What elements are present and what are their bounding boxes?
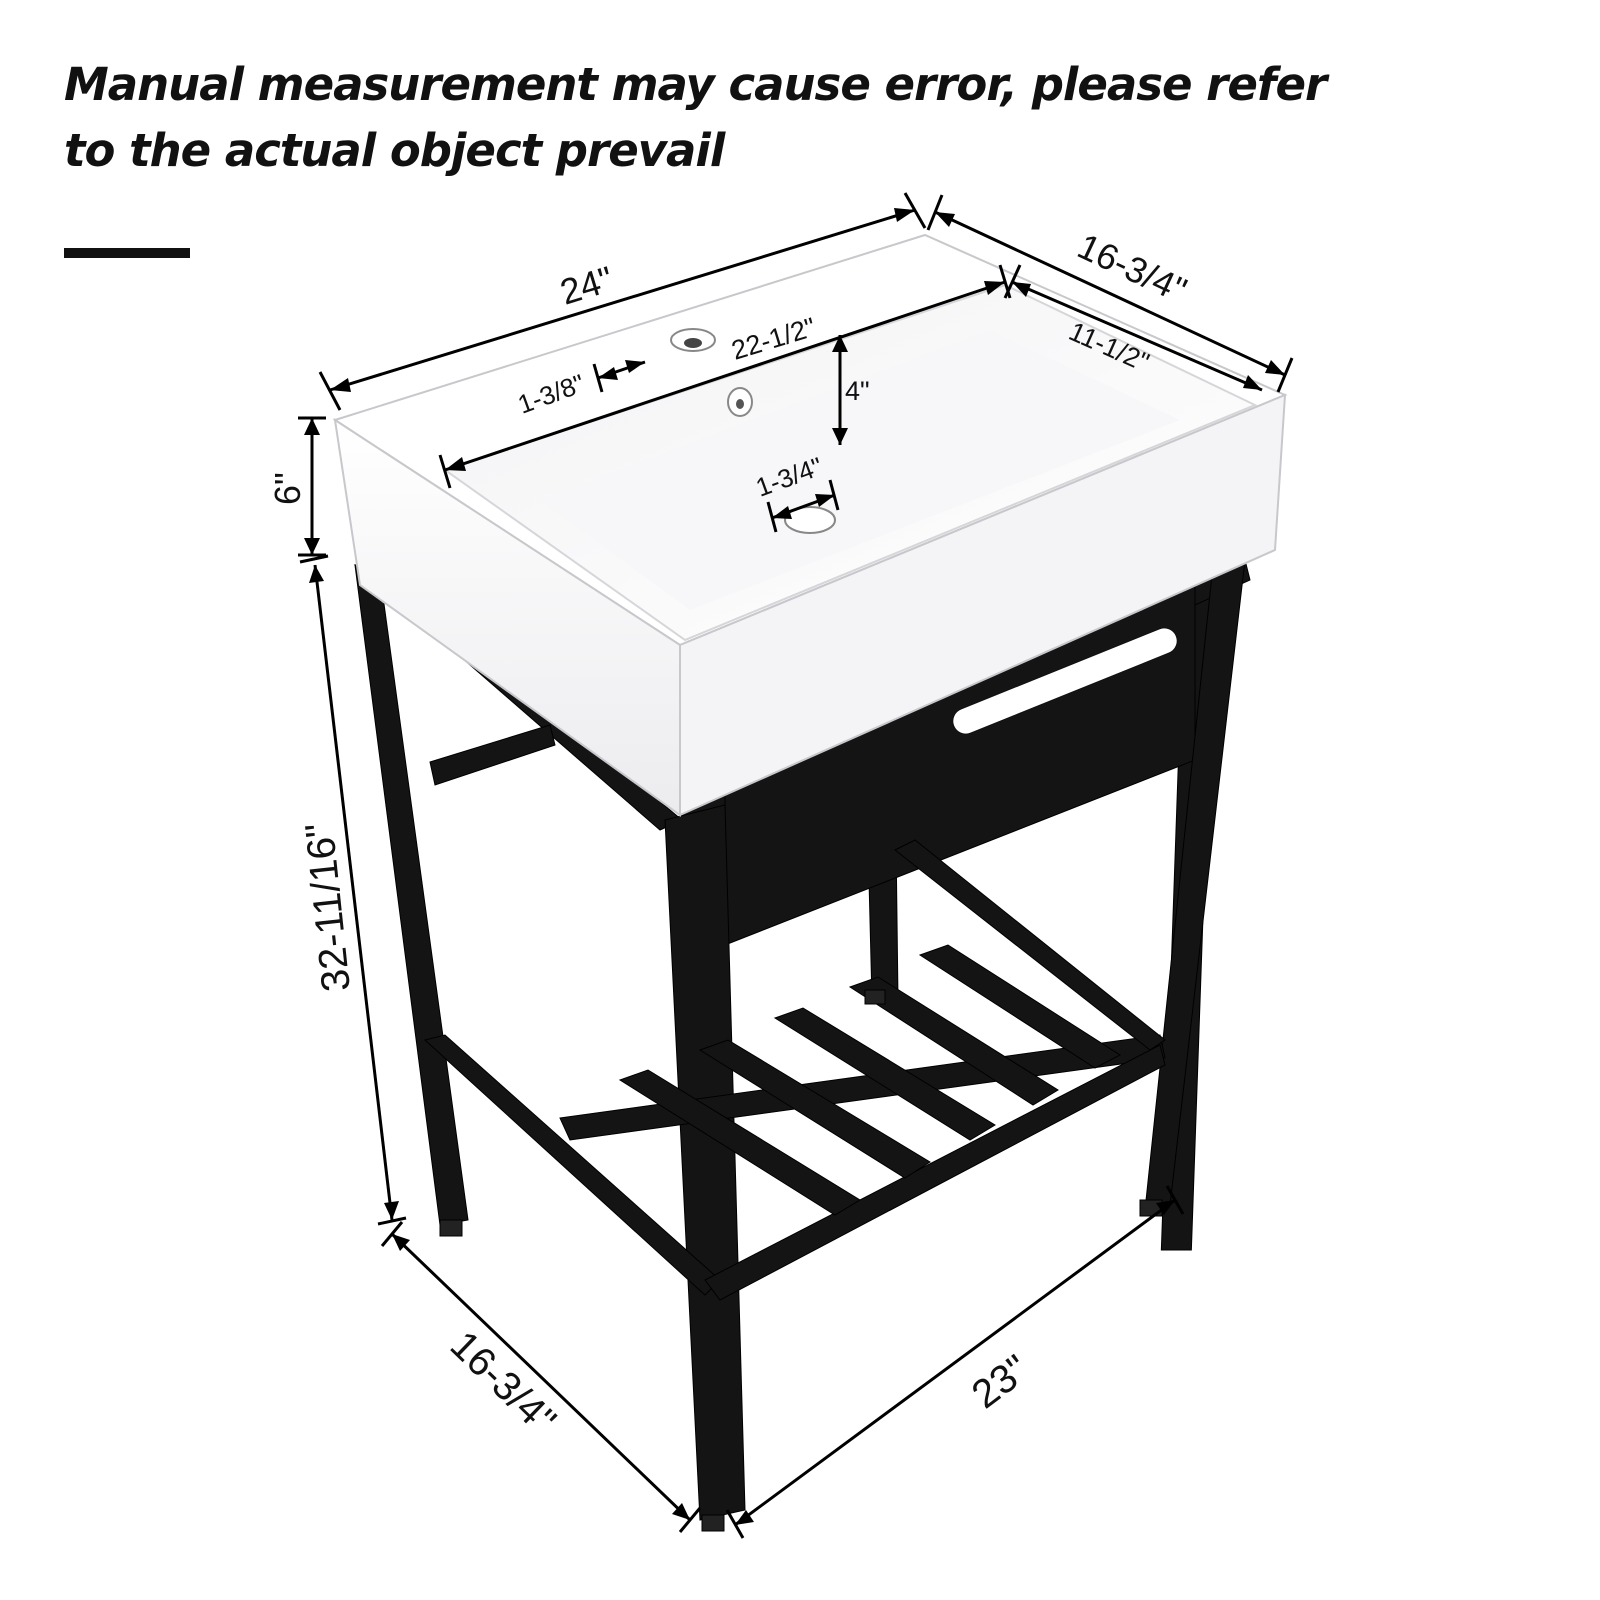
bowl-depth-vertical-label: 4"	[845, 376, 870, 406]
basin-right-face	[679, 393, 1287, 817]
foot	[864, 989, 886, 1005]
dimension-lines	[298, 192, 1294, 1539]
stand-width-label: 23"	[964, 1347, 1037, 1417]
foot	[701, 1514, 725, 1532]
ceramic-basin	[332, 233, 1288, 817]
drain-hole	[784, 506, 836, 534]
measurement-disclaimer: Manual measurement may cause error, plea…	[64, 52, 1364, 184]
heading-underline	[64, 248, 190, 258]
stand-width-line	[734, 1198, 1176, 1527]
shelf-slat	[773, 1007, 996, 1141]
disclaimer-line-2: to the actual object prevail	[64, 124, 725, 177]
stand-height-line	[313, 564, 394, 1221]
dimension-arrowheads	[304, 208, 1285, 1525]
shelf-slat	[618, 1069, 861, 1216]
upper-side-brace	[429, 724, 556, 786]
shelf-left-rail	[423, 1034, 721, 1296]
shelf-right-rail	[704, 1044, 1166, 1301]
basin-height-label: 6"	[267, 472, 308, 505]
bowl-depth-line	[1011, 280, 1263, 392]
overall-width-line	[329, 208, 916, 392]
basin-bowl-floor	[540, 330, 1180, 610]
disclaimer-line-1: Manual measurement may cause error, plea…	[64, 58, 1327, 111]
overall-depth-line	[934, 210, 1286, 377]
shelf-slat	[848, 976, 1059, 1106]
stand-height-label: 32-11/16"	[298, 821, 359, 994]
stand-depth-line	[390, 1232, 692, 1522]
bowl-width-line	[444, 280, 1006, 472]
shelf-slat	[698, 1039, 931, 1179]
foot	[439, 1219, 463, 1237]
towel-slot	[952, 627, 1178, 735]
overall-depth-label: 16-3/4"	[1072, 225, 1193, 311]
left-front-leg	[354, 559, 469, 1226]
shelf-back-rail	[894, 839, 1166, 1051]
shelf-slat	[918, 944, 1121, 1069]
center-front-leg	[664, 804, 746, 1521]
metal-stand	[353, 559, 1251, 1532]
